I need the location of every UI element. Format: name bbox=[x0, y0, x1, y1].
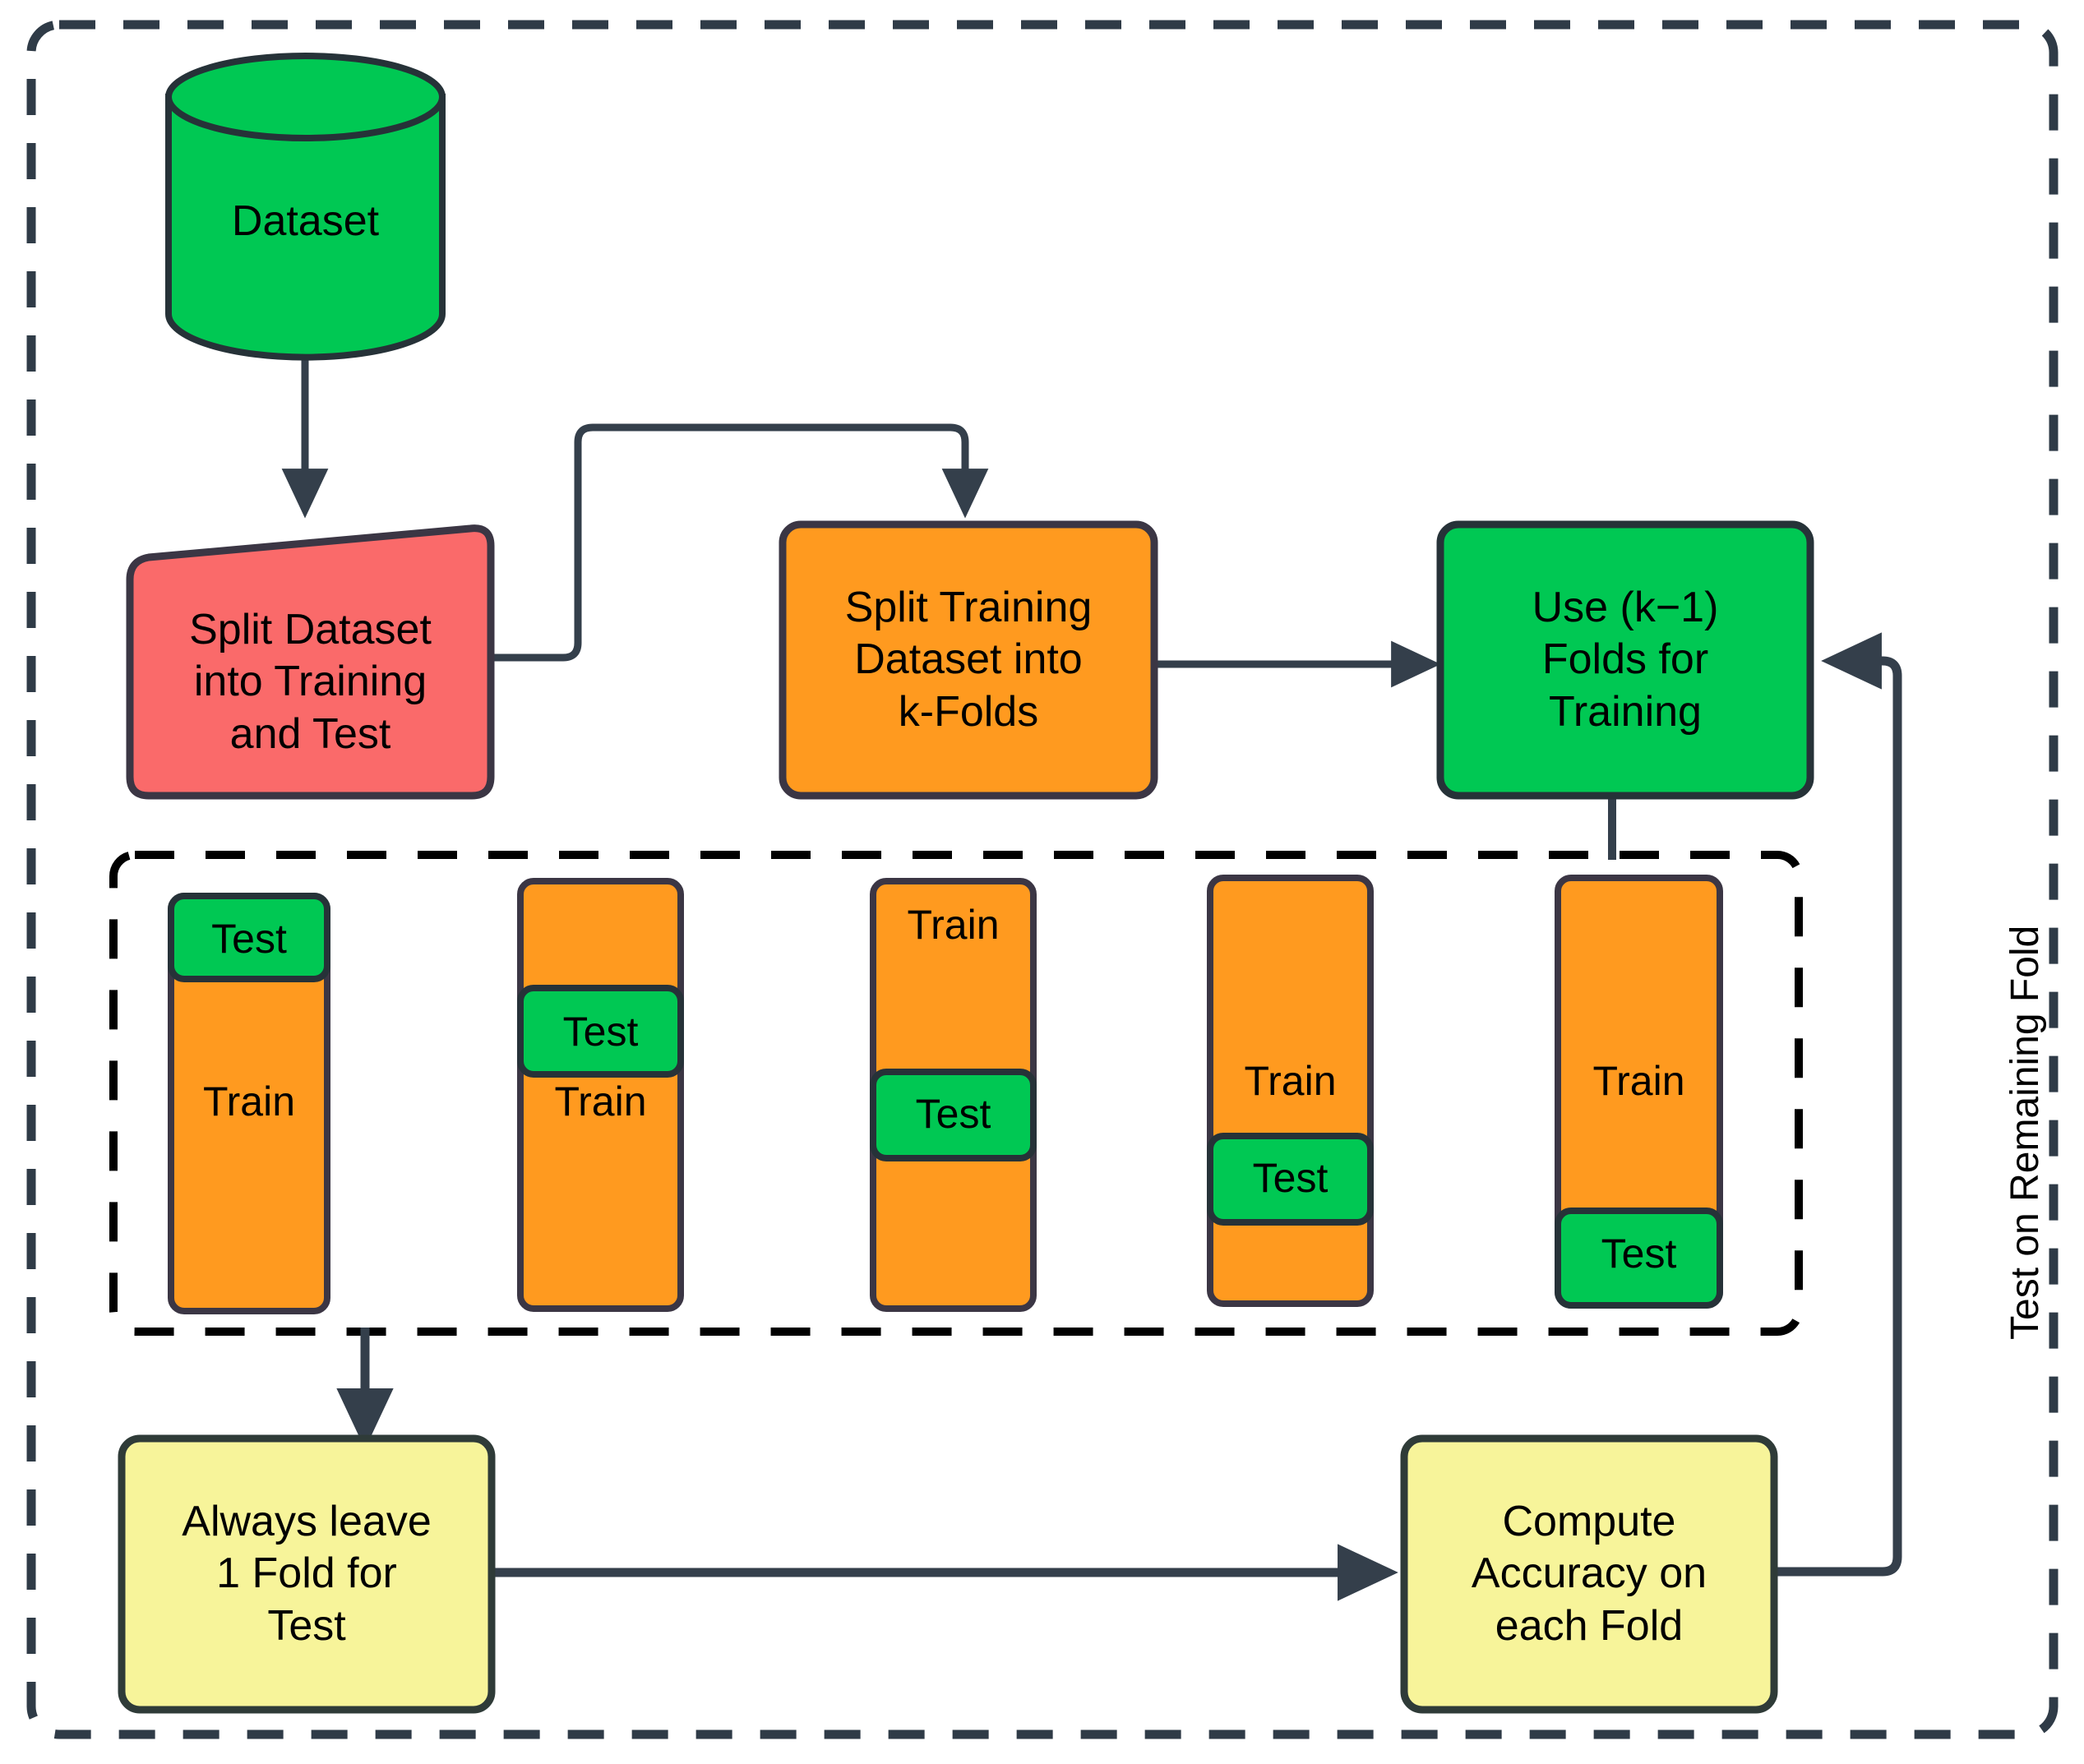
fold-3-test-block bbox=[870, 1069, 1037, 1161]
edge-split-dataset-to-split-training bbox=[491, 423, 989, 662]
node-split-training[interactable] bbox=[779, 520, 1158, 800]
node-use-folds[interactable] bbox=[1436, 520, 1814, 800]
edge-compute-accuracy-to-use-folds bbox=[1774, 632, 1902, 1577]
node-compute-accuracy[interactable] bbox=[1400, 1434, 1778, 1714]
node-split-dataset[interactable] bbox=[126, 524, 495, 800]
fold-4-test-block bbox=[1207, 1133, 1374, 1226]
fold-column-5[interactable] bbox=[1555, 875, 1723, 1309]
fold-column-3[interactable] bbox=[870, 878, 1037, 1312]
node-dataset[interactable] bbox=[165, 53, 446, 361]
fold-4-train-block bbox=[1207, 875, 1374, 1307]
fold-2-test-block bbox=[517, 985, 684, 1078]
side-label-test-on-remaining-fold: Test on Remaining Fold bbox=[2003, 925, 2047, 1340]
fold-1-test-block bbox=[168, 893, 330, 982]
fold-2-train-block bbox=[517, 878, 684, 1312]
node-always-leave[interactable] bbox=[118, 1434, 496, 1714]
fold-column-4[interactable] bbox=[1207, 875, 1374, 1307]
fold-column-1[interactable] bbox=[168, 893, 330, 1314]
fold-5-test-block bbox=[1555, 1208, 1723, 1309]
fold-column-2[interactable] bbox=[517, 878, 684, 1312]
folds-dashed-group bbox=[109, 851, 1803, 1336]
outer-dashed-container bbox=[26, 20, 2059, 1739]
